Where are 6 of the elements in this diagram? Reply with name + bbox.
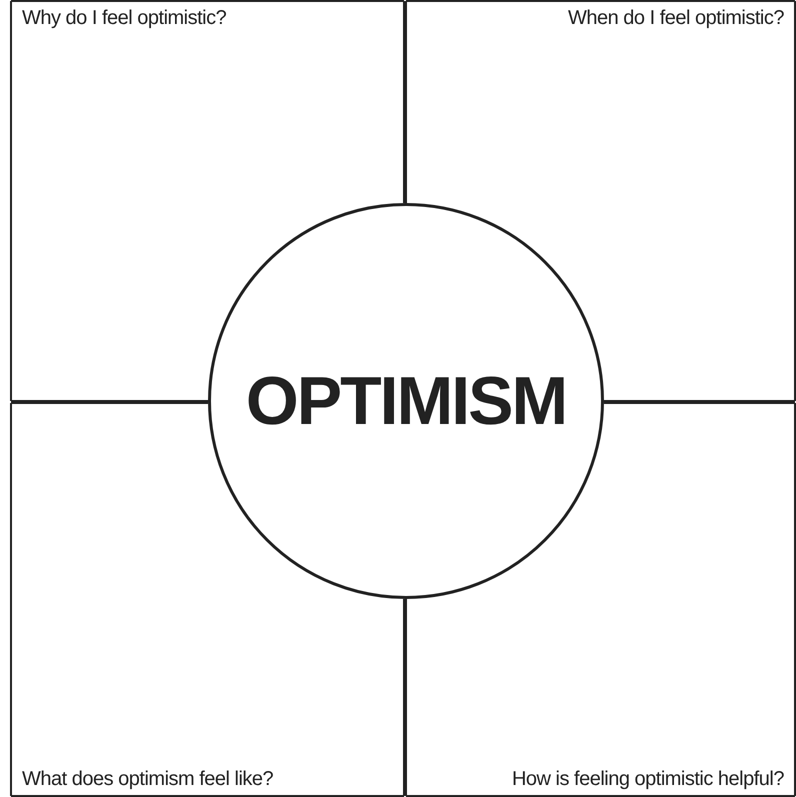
center-circle	[208, 203, 604, 599]
prompt-text: When do I feel optimistic?	[568, 6, 784, 30]
center-word: OPTIMISM	[246, 362, 566, 440]
prompt-text: How is feeling optimistic helpful?	[512, 767, 784, 791]
prompt-text: Why do I feel optimistic?	[22, 6, 226, 30]
prompt-text: What does optimism feel like?	[22, 767, 274, 791]
